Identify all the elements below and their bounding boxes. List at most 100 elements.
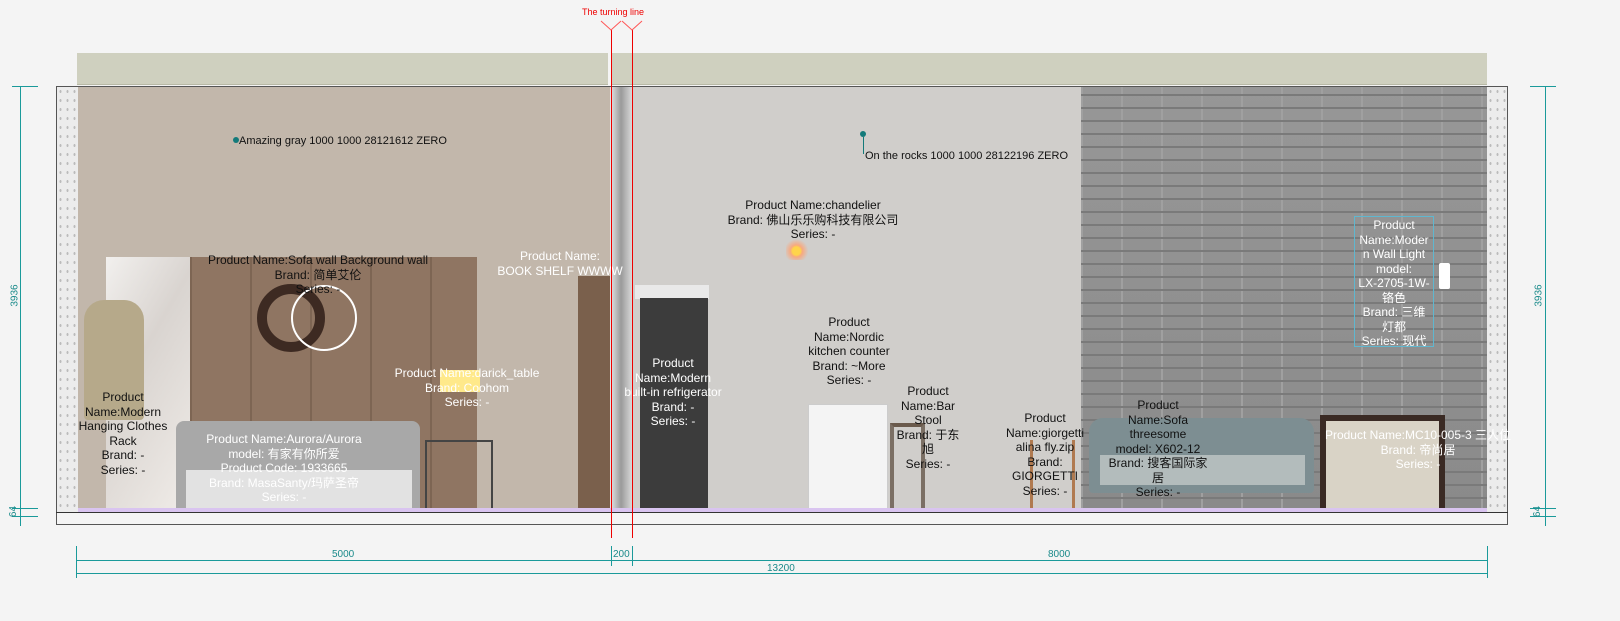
wall-light-selection-box	[1354, 216, 1434, 347]
product-label-line: alina fly.zip	[1015, 440, 1075, 454]
product-label-line: Brand: 于东	[896, 427, 960, 442]
dim-tick	[611, 546, 612, 566]
dim-height-left: 3936	[9, 284, 21, 307]
product-label-line: Product Name:MC10-005-3 三人位	[1324, 428, 1512, 442]
dim-segment-2: 200	[613, 549, 630, 560]
dim-tick	[12, 508, 38, 509]
kitchen-counter[interactable]	[808, 404, 888, 512]
product-label-line: kitchen counter	[808, 344, 890, 358]
product-label-line: Brand: 简单艾伦	[274, 267, 362, 282]
turning-line-markers	[600, 20, 643, 31]
armchair[interactable]	[1320, 415, 1445, 512]
product-label-line: Name:Bar	[900, 398, 956, 413]
product-label-line: Product Name:Aurora/Aurora	[206, 432, 362, 446]
skirting-line	[78, 508, 1487, 512]
material-marker	[233, 137, 239, 143]
product-label-line: Series: -	[1135, 485, 1181, 499]
material-label: On the rocks 1000 1000 28122196 ZERO	[865, 150, 1069, 162]
product-label-line: Brand: Coohom	[424, 380, 510, 395]
ring-decor-light	[291, 285, 357, 351]
product-label-line: Stool	[914, 413, 942, 427]
product-label-line: Series: -	[790, 227, 836, 241]
product-label-line: Hanging Clothes	[78, 419, 168, 433]
chandelier[interactable]	[786, 230, 812, 260]
product-label-line: model: 有家有你所爱	[228, 446, 340, 461]
turning-line-label: The turning line	[582, 7, 645, 17]
ceiling-cornice-right	[611, 53, 1487, 85]
product-label-line: Product	[1137, 398, 1179, 412]
product-label-line: Brand: -	[101, 448, 145, 462]
bed-cover	[186, 470, 412, 508]
dim-tick	[76, 546, 77, 578]
dim-tick	[632, 546, 633, 566]
fridge-top	[635, 285, 709, 299]
floor-line	[56, 512, 1508, 513]
side-table[interactable]	[425, 440, 493, 510]
material-label: Amazing gray 1000 1000 28121612 ZERO	[239, 135, 447, 147]
product-label-line: Name:Modern	[634, 370, 712, 385]
product-label-line: Series: -	[295, 282, 341, 296]
table-lamp	[440, 370, 480, 392]
wall-light[interactable]	[1439, 263, 1450, 289]
product-label-line: Series: -	[1022, 483, 1068, 498]
product-label-line: Brand: ~More	[812, 358, 886, 373]
product-label-line: 铬色	[1381, 290, 1406, 305]
product-label-line: Brand: 三维	[1362, 305, 1426, 319]
dim-line-left	[20, 86, 21, 526]
dim-tick	[1530, 86, 1556, 87]
material-leader	[863, 137, 864, 154]
product-label-line: Series: -	[1395, 457, 1441, 471]
dim-line-segments	[76, 560, 1488, 561]
dim-base-right: 64	[1532, 505, 1544, 518]
product-label-line: Product	[907, 384, 949, 398]
dim-height-right: 3936	[1533, 284, 1545, 307]
product-label-line: Series: -	[826, 373, 872, 387]
book-shelf[interactable]	[578, 276, 610, 512]
dim-tick	[12, 516, 38, 517]
dim-line-total	[76, 573, 1488, 574]
sofa-seat	[1100, 455, 1305, 485]
dim-segment-3: 8000	[1048, 549, 1071, 560]
product-label-line: Product Name:Sofa wall Background wall	[207, 253, 429, 267]
refrigerator[interactable]	[640, 298, 708, 512]
product-label-line: Series: -	[905, 456, 951, 471]
product-label-line: Brand: 帝尚居	[1380, 442, 1456, 457]
clothes-rack[interactable]	[84, 300, 144, 420]
product-label[interactable]: Product Name:BOOK SHELF WWWW	[497, 249, 622, 278]
right-wall-section	[1487, 87, 1507, 512]
product-label-line: model: X602-12	[1115, 441, 1201, 456]
product-label-line: LX-2705-1W-	[1358, 276, 1430, 290]
ceiling-cornice-left	[77, 53, 608, 85]
turning-line[interactable]	[632, 30, 633, 538]
product-label-line: threesome	[1129, 427, 1187, 441]
product-label-line: Series: -	[261, 490, 307, 504]
product-label-line: Product Code: 1933665	[220, 461, 348, 475]
dim-segment-1: 5000	[332, 549, 355, 560]
bar-stool[interactable]	[890, 423, 925, 511]
turning-line[interactable]	[611, 30, 612, 538]
product-label-line: Product Name:darick_table	[394, 366, 540, 380]
dim-tick	[12, 86, 38, 87]
product-label-line: Product	[828, 315, 870, 329]
product-label-line: Name:Nordic	[813, 329, 885, 344]
left-wall-section	[57, 87, 78, 512]
giorgetti-chair[interactable]	[1030, 440, 1075, 512]
product-label-line: Brand: -	[651, 399, 695, 414]
product-label-line: Product Name:chandelier	[745, 198, 881, 212]
product-label-line: Name:giorgetti	[1005, 425, 1085, 440]
product-label-line: Brand: 搜客国际家	[1108, 456, 1208, 470]
wall-corner	[610, 87, 632, 512]
dim-tick	[1487, 546, 1488, 578]
